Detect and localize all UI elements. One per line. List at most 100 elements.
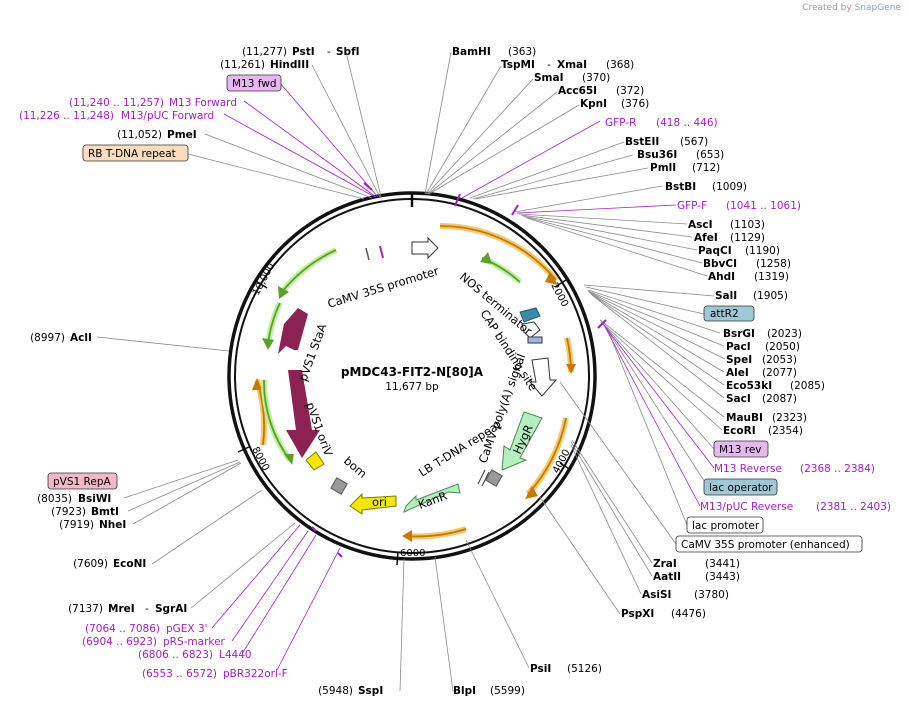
primer-leader-lines-left (211, 82, 379, 673)
site-label: SpeI (726, 354, 752, 366)
primer-label: M13 Reverse (714, 463, 782, 475)
site-pos: (2023) (767, 328, 802, 340)
site-label: AfeI (694, 232, 718, 244)
site-label: PsiI (530, 663, 551, 675)
green-arc-highlight-3 (265, 301, 283, 346)
feature-label: M13 fwd (232, 78, 277, 90)
site-pos: (2053) (762, 354, 797, 366)
orf-arrowhead-5 (252, 378, 262, 390)
site-label: Eco53kI (726, 380, 772, 392)
feat-label-camv35s: CaMV 35S promoter (326, 264, 441, 311)
primer-label: L4440 (219, 649, 252, 661)
orf-arrowhead-3 (525, 486, 538, 499)
site-label: SspI (358, 685, 383, 697)
site-label: KpnI (580, 98, 607, 110)
site-label: PstI (292, 46, 315, 58)
site-label: HindIII (270, 59, 309, 71)
site-pos: (8997) (30, 332, 65, 344)
primer-pos: (2381 .. 2403) (816, 501, 891, 513)
site-label: BlpI (453, 685, 476, 697)
site-label: AleI (726, 367, 749, 379)
site-pos: (8035) (37, 493, 72, 505)
primer-marks-left (311, 182, 373, 558)
site-label: SacI (726, 393, 751, 405)
green-arrowhead-1 (278, 286, 289, 299)
feature-label: attR2 (710, 308, 739, 320)
green-arrowhead-4 (284, 454, 294, 465)
site-sep: - (327, 46, 331, 58)
m13-fwd-badge (226, 74, 282, 92)
site-pos: (2323) (772, 412, 807, 424)
site-sep: - (547, 59, 551, 71)
primer-label: pRS-marker (163, 636, 226, 648)
rb-tdna-badge (82, 144, 189, 162)
nos-terminator-arrow (519, 307, 541, 323)
site-pos: (1319) (754, 271, 789, 283)
tick-10000 (255, 280, 268, 289)
tick-8000 (237, 446, 250, 453)
site-pos: (2085) (790, 380, 825, 392)
site-pos: (712) (692, 162, 720, 174)
site-pos: (5126) (567, 663, 602, 675)
green-arc-4 (263, 379, 291, 461)
primer-pos: (7064 .. 7086) (85, 623, 160, 635)
hygr-arrow (501, 411, 543, 471)
primer-pos: (11,240 .. 11,257) (69, 97, 164, 109)
site-pos: (372) (616, 85, 644, 97)
rb-tdna-mark-1 (365, 247, 370, 261)
lb-tdna-mark-2 (481, 471, 490, 487)
leader-lines-left (96, 51, 382, 609)
site-pos: (7923) (51, 506, 86, 518)
lb-tdna-box (485, 469, 503, 487)
primer-label: GFP-F (677, 200, 707, 212)
site-label: PaqCI (698, 245, 732, 257)
site-pos: (2087) (762, 393, 797, 405)
feat-label-kanr: KanR (416, 489, 449, 512)
primer-pos: (6553 .. 6572) (142, 668, 217, 680)
camv35s-promoter-arrow (411, 236, 439, 260)
feature-label: pVS1 RepA (53, 476, 111, 488)
site-pos: (1258) (756, 258, 791, 270)
camv-polya-arrow (528, 357, 558, 397)
cap-binding-site-arrow (521, 321, 541, 339)
site-label: BsiWI (78, 493, 111, 505)
site-pos: (653) (696, 149, 724, 161)
site-pos: (11,261) (220, 59, 265, 71)
site-pos: (5599) (490, 685, 525, 697)
site-label: EcoRI (723, 425, 756, 437)
primer-pos: (418 .. 446) (656, 117, 718, 129)
pvs1-repa-badge (47, 472, 118, 490)
site-pos: (2354) (768, 425, 803, 437)
green-arrowhead-2 (480, 252, 492, 264)
site-label: BsrGI (723, 328, 755, 340)
feature-label: lac operator (709, 482, 773, 494)
site-label: TspMI (501, 59, 535, 71)
orf-arrowhead-2 (566, 364, 576, 374)
site-label: PmlI (650, 162, 676, 174)
attr2-badge (703, 305, 755, 322)
bom-box (330, 477, 348, 495)
site-pos: (11,277) (242, 46, 287, 58)
m13-rev-badge (713, 440, 769, 458)
site-pos: (7137) (68, 603, 103, 615)
site-label-extra: XmaI (557, 59, 587, 71)
labels-left-group: (11,277) PstI - SbfI (11,261) HindIII M1… (19, 46, 383, 697)
site-label: AatII (653, 571, 681, 583)
site-label: Bsu36I (637, 149, 677, 161)
green-arc-highlight-1 (279, 247, 338, 294)
site-label: PspXI (621, 608, 654, 620)
green-arc-highlight-4 (260, 379, 293, 462)
m13-fwd-mark (379, 245, 384, 259)
site-pos: (567) (680, 136, 708, 148)
primer-leader-lines-right (461, 120, 715, 507)
primer-marks-right (454, 193, 607, 329)
site-label: AhdI (708, 271, 735, 283)
plasmid-name: pMDC43-FIT2-N[80]A (341, 365, 484, 379)
camv35s-enhanced-badge (675, 535, 863, 553)
feature-label: RB T-DNA repeat (88, 148, 176, 160)
site-label: PacI (726, 341, 751, 353)
green-arrowhead-3 (262, 338, 274, 350)
primer-label: M13/pUC Forward (121, 110, 214, 122)
feat-label-ori: ori (372, 495, 387, 509)
